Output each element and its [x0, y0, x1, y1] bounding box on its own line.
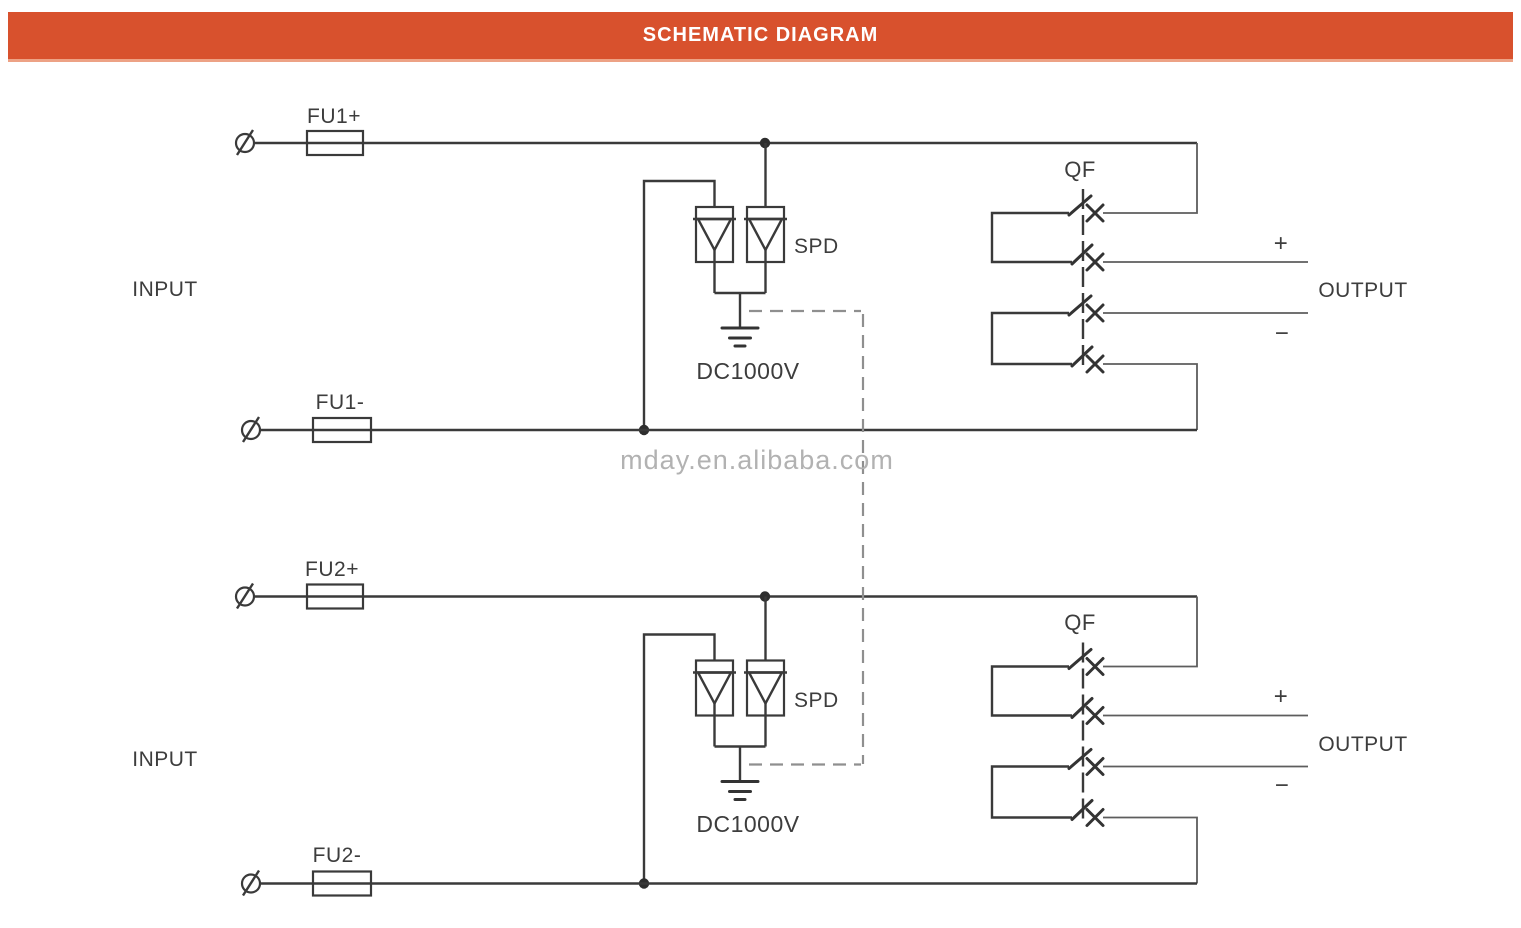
contact-x-icon	[1085, 706, 1105, 725]
contact-x-icon	[1085, 203, 1105, 223]
contact-x-icon	[1085, 354, 1105, 374]
terminal-slash	[235, 582, 255, 610]
breaker-blade	[1067, 194, 1093, 217]
breaker-blade	[1070, 345, 1094, 368]
contact-x-icon	[1085, 252, 1105, 272]
wire	[1103, 363, 1198, 430]
contact-x-icon	[1085, 757, 1105, 776]
ground-symbol-2	[720, 780, 760, 801]
breaker-blade	[1067, 748, 1093, 770]
wire	[642, 179, 716, 430]
page-title: SCHEMATIC DIAGRAM	[642, 24, 879, 46]
wire-loop	[990, 311, 1072, 366]
breaker-blade	[1070, 799, 1094, 821]
fuse-symbol	[305, 583, 365, 610]
fuse-label: FU2-	[313, 844, 362, 867]
input-negative-line-1	[240, 416, 1197, 444]
input-positive-line-2	[234, 582, 1197, 610]
contact-x-icon	[1085, 303, 1105, 323]
polarity-minus: −	[1275, 772, 1290, 799]
output-label: OUTPUT	[1318, 733, 1407, 756]
breaker-blade	[1070, 697, 1094, 719]
ground-symbol-1	[720, 326, 760, 348]
polarity-plus: +	[1274, 230, 1289, 257]
spd-unit-2	[638, 596, 787, 889]
breaker-qf-2	[990, 596, 1308, 884]
breaker-blade	[1067, 648, 1093, 670]
varistor-triangle	[747, 217, 784, 253]
output-label: OUTPUT	[1318, 279, 1407, 302]
fuse-label: FU1+	[307, 105, 361, 128]
fuse-label: FU1-	[316, 391, 365, 414]
breaker-label: QF	[1064, 610, 1096, 635]
wire	[1103, 816, 1198, 884]
breaker-blade	[1067, 294, 1093, 317]
wire	[642, 633, 716, 884]
spd-label: SPD	[794, 235, 839, 258]
varistor-triangle	[696, 217, 733, 253]
wire-loop	[990, 211, 1072, 264]
varistor-triangle	[696, 671, 733, 707]
polarity-plus: +	[1274, 683, 1289, 710]
varistor-triangle	[747, 671, 784, 707]
breaker-label: QF	[1064, 157, 1096, 182]
header-bar: SCHEMATIC DIAGRAM	[8, 12, 1513, 62]
wire	[713, 703, 767, 782]
wire-loop	[990, 765, 1072, 819]
wire	[713, 250, 767, 328]
fuse-symbol	[311, 416, 373, 444]
input-positive-line-1	[234, 129, 1197, 157]
input-negative-line-2	[240, 869, 1197, 897]
polarity-minus: −	[1275, 320, 1290, 347]
fuse-label: FU2+	[305, 558, 359, 581]
spd-label: SPD	[794, 689, 839, 712]
input-label: INPUT	[132, 748, 198, 771]
circuit-1	[234, 129, 1308, 444]
fuse-symbol	[305, 129, 365, 157]
terminal-slash	[241, 869, 261, 897]
wire	[1103, 143, 1198, 214]
spd-unit-1	[638, 143, 787, 436]
circuit-2	[234, 582, 1308, 897]
terminal-slash	[235, 129, 255, 156]
voltage-label: DC1000V	[696, 358, 799, 384]
wire-loop	[990, 665, 1072, 717]
breaker-blade	[1070, 243, 1094, 266]
contact-x-icon	[1085, 808, 1105, 827]
input-label: INPUT	[132, 278, 198, 301]
breaker-qf-1	[990, 143, 1308, 430]
wire	[1103, 596, 1198, 668]
contact-x-icon	[1085, 657, 1105, 676]
watermark-text: mday.en.alibaba.com	[620, 445, 894, 475]
fuse-symbol	[311, 870, 373, 897]
voltage-label: DC1000V	[696, 811, 799, 837]
terminal-slash	[241, 416, 261, 443]
